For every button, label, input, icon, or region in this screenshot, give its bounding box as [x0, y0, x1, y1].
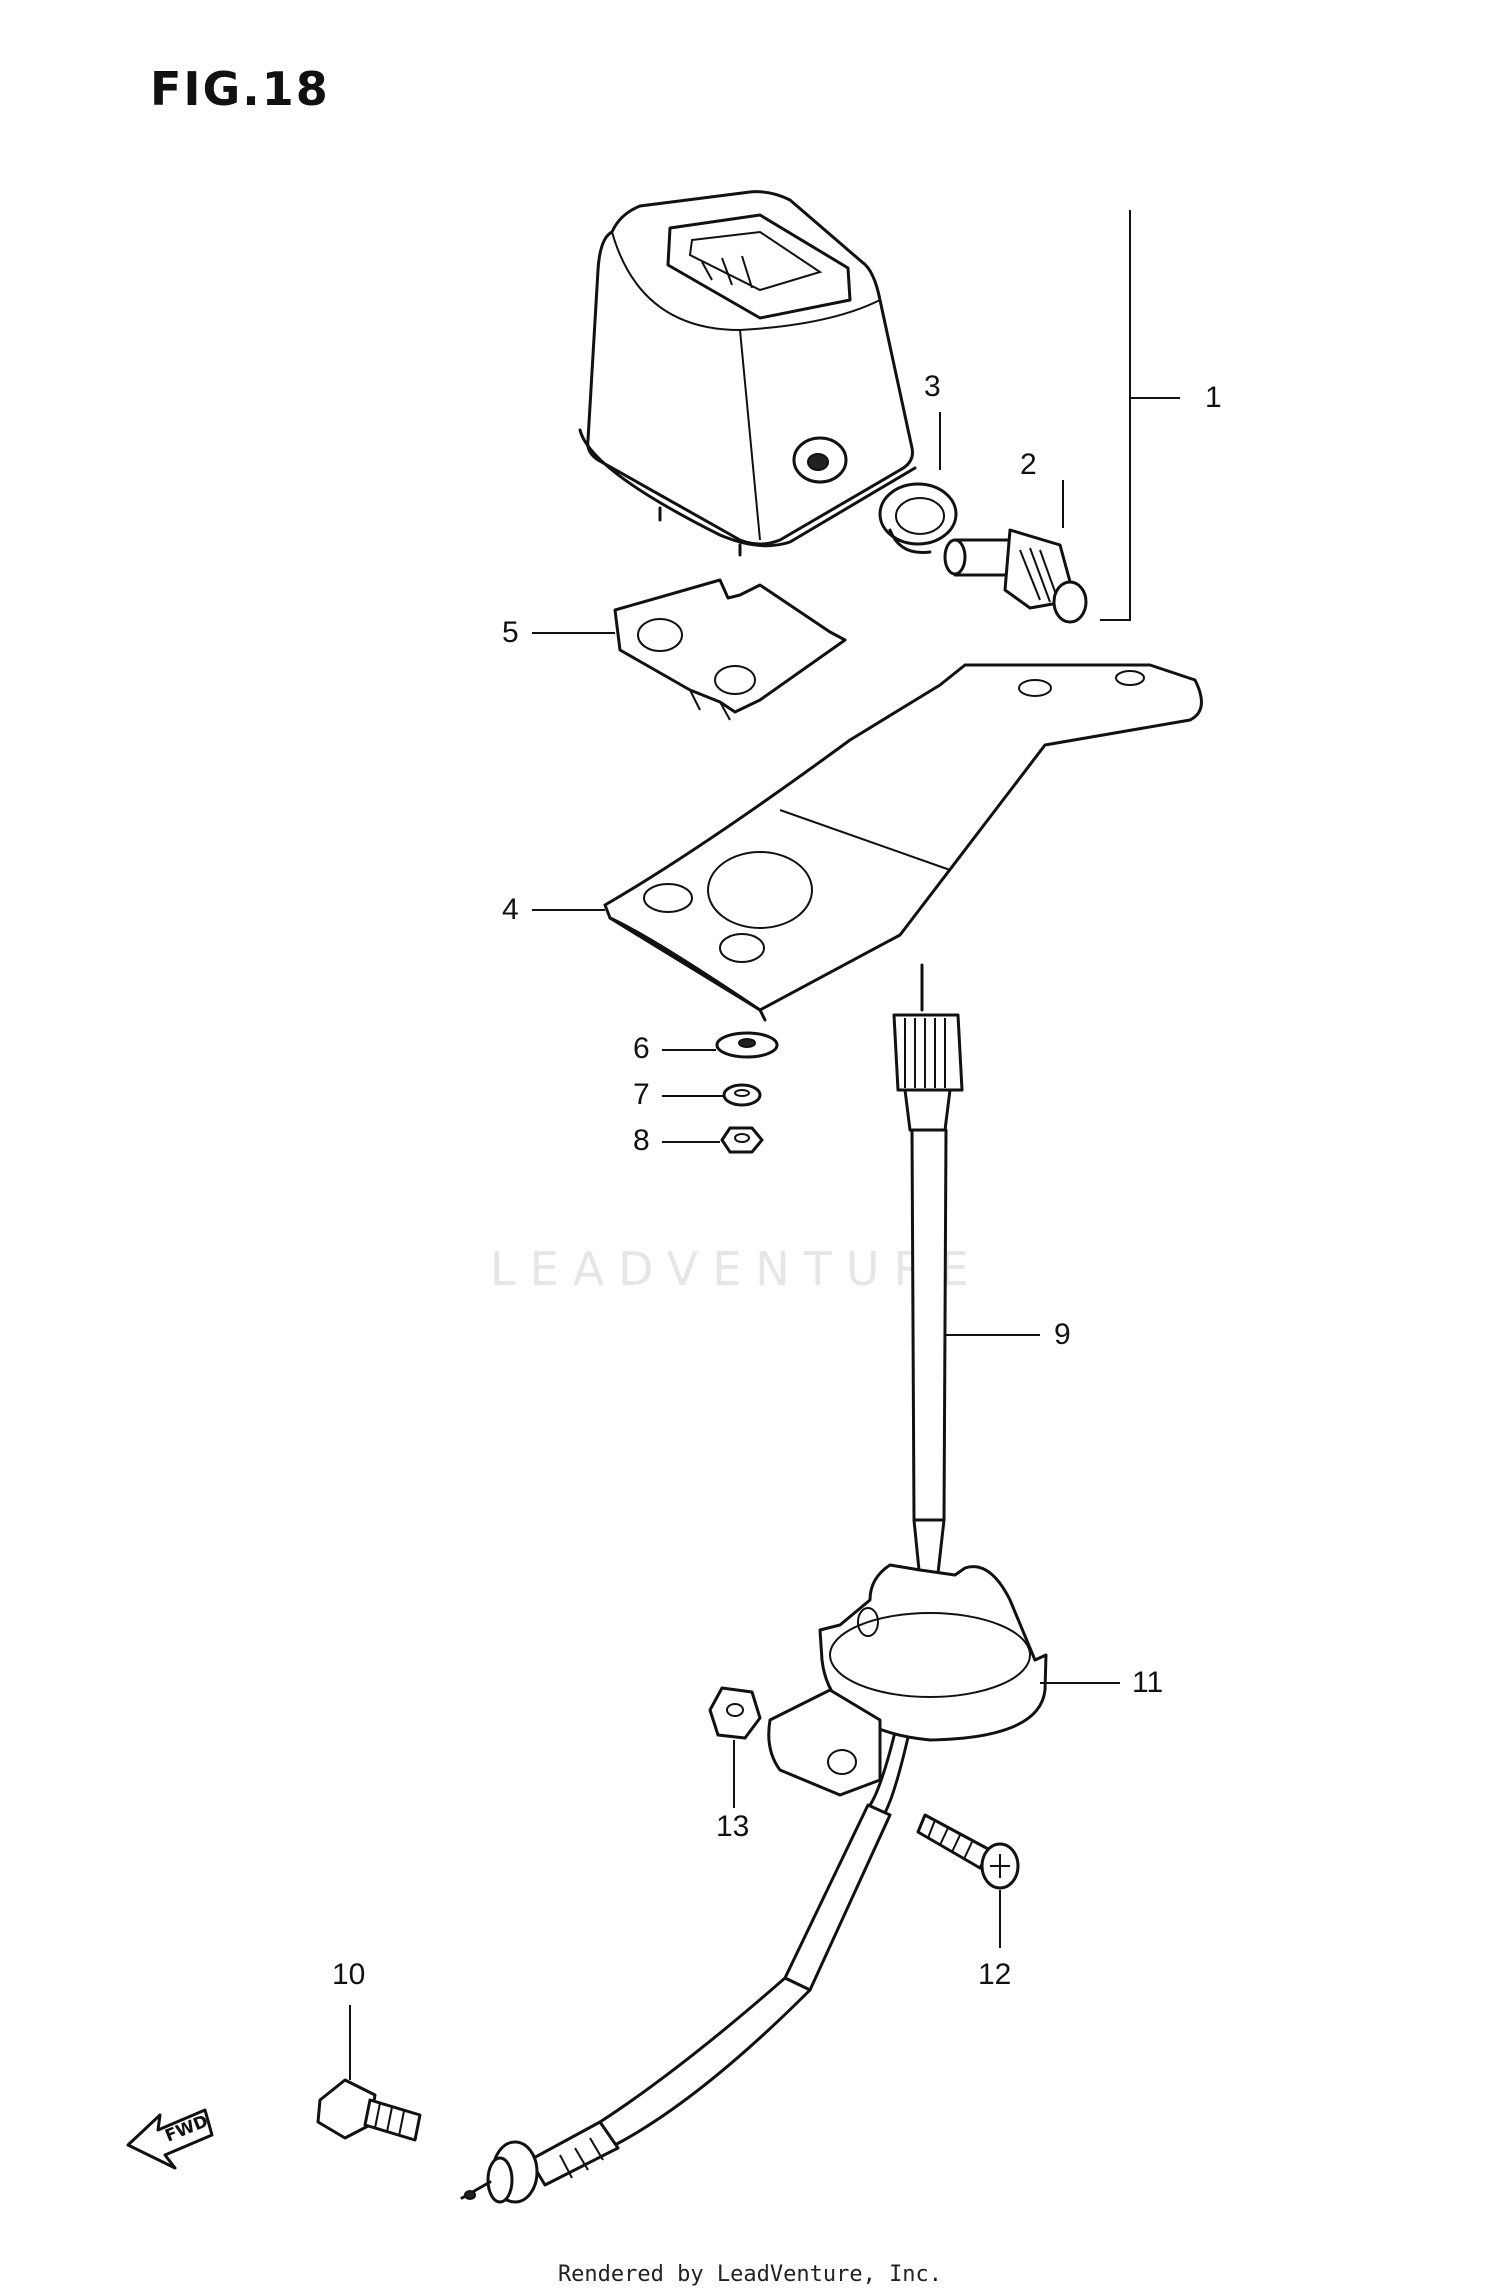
callout-11: 11	[1132, 1666, 1164, 1699]
callout-3: 3	[924, 370, 941, 403]
lamp-socket	[943, 528, 1088, 624]
callout-5: 5	[502, 616, 519, 649]
housing-lower-plate	[613, 578, 847, 721]
forward-arrow-icon: FWD	[126, 2108, 214, 2170]
speedometer-cable	[460, 963, 964, 2204]
callout-4: 4	[502, 893, 519, 926]
grommet	[878, 482, 958, 555]
cable-clamp	[767, 1563, 1048, 1797]
callout-2: 2	[1020, 448, 1037, 481]
assembly-bracket-line	[1100, 210, 1131, 621]
figure-title: FIG.18	[150, 62, 330, 116]
callout-9: 9	[1054, 1318, 1071, 1351]
callout-1: 1	[1205, 381, 1222, 414]
clamp-nut	[708, 1686, 762, 1740]
callout-6: 6	[633, 1032, 650, 1065]
callout-8: 8	[633, 1124, 650, 1157]
meter-bracket	[603, 663, 1203, 1022]
flat-washer	[715, 1031, 779, 1059]
callout-12: 12	[978, 1958, 1012, 1991]
callout-10: 10	[332, 1958, 366, 1991]
mounting-bolt	[316, 2078, 422, 2142]
watermark: LEADVENTURE	[490, 1242, 983, 1296]
leader-lines	[349, 412, 1120, 2080]
callout-13: 13	[716, 1810, 750, 1843]
footer-credit: Rendered by LeadVenture, Inc.	[557, 2262, 943, 2287]
speedometer-housing	[578, 190, 917, 557]
callout-7: 7	[633, 1078, 650, 1111]
hex-nut	[720, 1126, 764, 1154]
clamp-screw	[916, 1813, 1020, 1890]
lock-washer	[722, 1083, 762, 1107]
